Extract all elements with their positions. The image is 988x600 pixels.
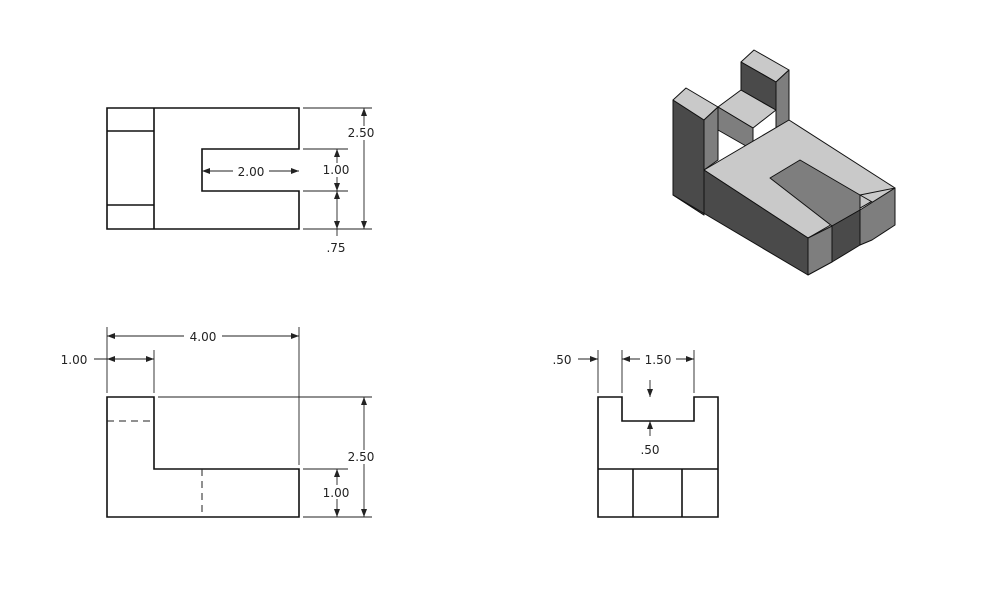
isometric-view <box>672 49 896 276</box>
arrowhead <box>334 221 340 229</box>
dim-label-base-height: 1.00 <box>323 486 350 500</box>
arrowhead <box>686 356 694 362</box>
arrowhead <box>334 183 340 191</box>
arrowhead <box>334 469 340 477</box>
front-view: 4.00 1.00 2.50 1.00 <box>61 327 378 518</box>
iso-face-base-front <box>672 169 809 276</box>
dim-label-upright-width: 1.00 <box>61 353 88 367</box>
iso-face-upright-left-side <box>703 106 719 171</box>
dim-label-overall-height: 2.50 <box>348 450 375 464</box>
dim-label-slot-width: 1.00 <box>323 163 350 177</box>
arrowhead <box>202 168 210 174</box>
iso-face-prong-front <box>807 225 833 276</box>
dim-label-overall-width: 4.00 <box>190 330 217 344</box>
arrowhead <box>334 509 340 517</box>
arrowhead <box>107 333 115 339</box>
side-view: .50 1.50 .50 <box>552 350 719 518</box>
dim-label-slot-length: 2.00 <box>238 165 265 179</box>
arrowhead <box>334 191 340 199</box>
dim-label-slot-offset: .75 <box>326 241 345 255</box>
arrowhead <box>361 108 367 116</box>
arrowhead <box>291 333 299 339</box>
arrowhead <box>107 356 115 362</box>
arrowhead <box>622 356 630 362</box>
dim-label-wall-width: .50 <box>552 353 571 367</box>
arrowhead <box>291 168 299 174</box>
arrowhead <box>146 356 154 362</box>
iso-face-prong-right-side <box>859 187 896 246</box>
dim-label-notch-width: 1.50 <box>645 353 672 367</box>
arrowhead <box>361 397 367 405</box>
side-view-outline <box>597 396 719 518</box>
arrowhead <box>590 356 598 362</box>
dim-label-notch-depth: .50 <box>640 443 659 457</box>
arrowhead <box>361 221 367 229</box>
arrowhead <box>361 509 367 517</box>
top-view-outline <box>106 107 300 230</box>
iso-face-slot <box>769 159 861 227</box>
dim-label-overall-depth: 2.50 <box>348 126 375 140</box>
arrowhead <box>334 149 340 157</box>
front-view-outline <box>106 396 300 518</box>
top-view: 2.50 1.00 .75 2.00 <box>106 107 378 255</box>
arrowhead <box>647 389 653 397</box>
